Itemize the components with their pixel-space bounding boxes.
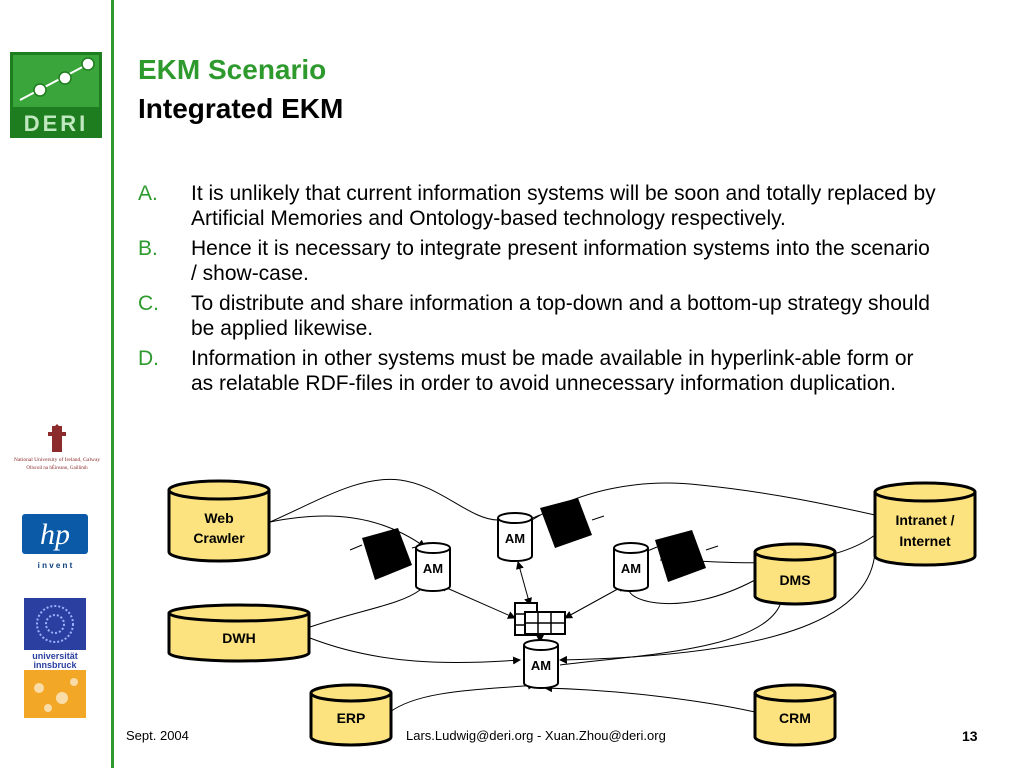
nuig-logo: National University of Ireland, Galway O… xyxy=(14,424,101,471)
dms-cylinder: DMS xyxy=(753,542,837,606)
hp-mark: hp xyxy=(40,518,70,551)
deri-logo: DERI xyxy=(10,52,102,138)
slide-title: EKM Scenario xyxy=(138,54,327,85)
web-crawler-label-1: Web xyxy=(204,510,233,526)
grid-icon xyxy=(514,602,566,636)
connector-web-am xyxy=(269,515,426,548)
am-label: AM xyxy=(505,531,525,546)
web-crawler-label-2: Crawler xyxy=(193,530,245,546)
innsbruck-logo: universität innsbruck xyxy=(24,598,86,718)
deri-logo-text: DERI xyxy=(24,111,89,136)
am-cylinder-right: AM xyxy=(613,542,649,592)
gateway-top xyxy=(527,498,605,548)
connector-dms-bottom xyxy=(559,604,781,666)
bullet-marker: A. xyxy=(138,182,158,205)
bullet-text: It is unlikely that current information … xyxy=(191,182,936,230)
bullet-item: C. To distribute and share information a… xyxy=(138,291,938,341)
dms-label: DMS xyxy=(779,572,810,588)
web-crawler-cylinder: Web Crawler xyxy=(167,479,271,563)
erp-cylinder: ERP xyxy=(309,683,393,747)
dwh-label: DWH xyxy=(222,630,255,646)
am-cylinder-top: AM xyxy=(497,512,533,562)
gateway-left xyxy=(349,528,425,580)
bullet-marker: C. xyxy=(138,292,159,315)
am-cylinder-bottom: AM xyxy=(523,639,559,689)
footer-date: Sept. 2004 xyxy=(126,728,189,743)
innsbruck-text-1: universität xyxy=(32,651,78,661)
intranet-label-1: Intranet / xyxy=(895,512,954,528)
bullet-list: A. It is unlikely that current informati… xyxy=(138,181,938,401)
nuig-name-irish: Ollscoil na hÉireann, Gaillimh xyxy=(26,465,88,471)
connector-am-right-grid xyxy=(564,584,626,619)
gateway-right xyxy=(644,530,719,582)
dwh-cylinder: DWH xyxy=(167,603,311,663)
bullet-text: Hence it is necessary to integrate prese… xyxy=(191,237,930,285)
crm-label: CRM xyxy=(779,710,811,726)
bullet-item: B. Hence it is necessary to integrate pr… xyxy=(138,236,938,286)
bullet-item: A. It is unlikely that current informati… xyxy=(138,181,938,231)
connector-erp-am xyxy=(389,681,536,713)
bullet-marker: B. xyxy=(138,237,158,260)
intranet-cylinder: Intranet / Internet xyxy=(873,481,977,567)
footer-authors: Lars.Ludwig@deri.org - Xuan.Zhou@deri.or… xyxy=(406,728,666,743)
connector-intranet-bottom xyxy=(559,539,876,664)
erp-label: ERP xyxy=(337,710,366,726)
page-number: 13 xyxy=(962,728,978,744)
ekm-diagram: Web Crawler Intranet / Internet DMS DWH … xyxy=(167,478,977,747)
connector-dwh-am xyxy=(309,637,521,665)
hp-tagline: i n v e n t xyxy=(38,561,73,570)
am-label: AM xyxy=(423,561,443,576)
bullet-text: Information in other systems must be mad… xyxy=(191,347,914,395)
hp-logo: hp i n v e n t xyxy=(22,514,88,570)
slide-subtitle: Integrated EKM xyxy=(138,93,344,124)
am-label: AM xyxy=(531,658,551,673)
connector-am-left-grid xyxy=(439,584,516,619)
intranet-label-2: Internet xyxy=(899,533,951,549)
bullet-item: D. Information in other systems must be … xyxy=(138,346,938,396)
sidebar-divider xyxy=(111,0,114,768)
innsbruck-text-2: innsbruck xyxy=(33,660,77,670)
connector-am-top-grid xyxy=(516,561,532,606)
crm-cylinder: CRM xyxy=(753,683,837,747)
connector-web-top xyxy=(269,478,499,523)
bullet-text: To distribute and share information a to… xyxy=(191,292,930,340)
connector-crm-am xyxy=(544,684,756,713)
connector-dwh-am-left xyxy=(309,589,421,628)
connector-intranet-top xyxy=(531,482,876,521)
nuig-name: National University of Ireland, Galway xyxy=(14,456,101,463)
am-label: AM xyxy=(621,561,641,576)
bullet-marker: D. xyxy=(138,347,159,370)
am-cylinder-left: AM xyxy=(415,542,451,592)
